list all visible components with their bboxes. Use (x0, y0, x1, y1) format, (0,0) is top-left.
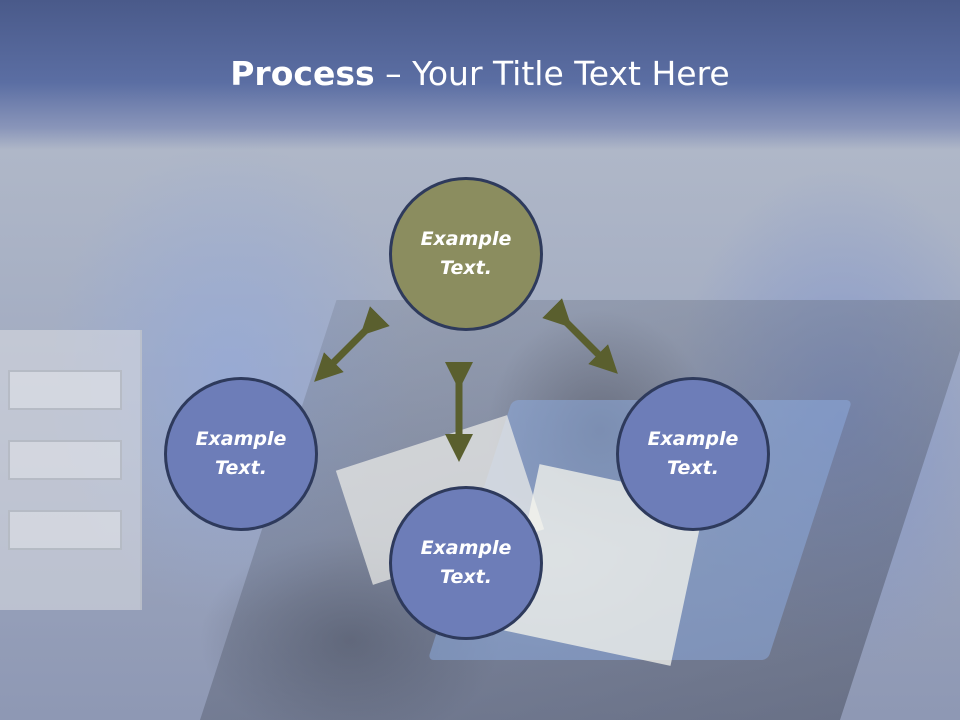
cabinet-drawer (8, 370, 122, 410)
cabinet-drawer (8, 510, 122, 550)
process-circle-top-text: Example Text. (420, 228, 512, 279)
arrow-top-left (314, 306, 390, 382)
cabinet-drawer (8, 440, 122, 480)
process-circle-top[interactable]: Example Text. (389, 177, 543, 331)
process-circle-right[interactable]: Example Text. (616, 377, 770, 531)
arrow-top-right (542, 298, 618, 374)
background-cabinet (0, 330, 142, 610)
slide-title-bold: Process (230, 54, 375, 93)
process-circle-left[interactable]: Example Text. (164, 377, 318, 531)
process-circle-bottom[interactable]: Example Text. (389, 486, 543, 640)
process-circle-bottom-text: Example Text. (420, 537, 512, 588)
title-banner: Process – Your Title Text Here (0, 0, 960, 150)
slide-title-rest: – Your Title Text Here (374, 54, 730, 93)
process-circle-right-text: Example Text. (647, 428, 739, 479)
slide-title[interactable]: Process – Your Title Text Here (0, 52, 960, 96)
process-circle-left-text: Example Text. (195, 428, 287, 479)
